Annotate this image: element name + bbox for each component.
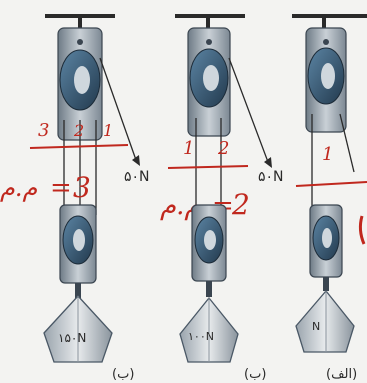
pull-rope-arrow-2 [228, 57, 272, 168]
ceiling-bar-3 [292, 14, 367, 31]
ceiling-bar-1 [45, 14, 115, 31]
rope-number-1-1: 1 [103, 121, 113, 140]
red-underline-3 [295, 181, 367, 187]
rope-number-1-3: 3 [38, 120, 49, 141]
moving-pulley-2 [191, 204, 227, 297]
weight-label-3: N [312, 320, 320, 333]
weight-3: N [295, 289, 355, 353]
force-label-1: ۵۰N [124, 169, 150, 185]
rope-number-2-2: 2 [217, 138, 229, 159]
ceiling-bar-2 [175, 14, 245, 31]
fixed-pulley-2 [187, 27, 231, 137]
caption-1: (ب) [112, 367, 134, 382]
red-underline-1 [29, 144, 129, 149]
pull-rope-arrow-1 [99, 57, 140, 166]
fixed-pulley-3 [305, 27, 347, 133]
svg-text:=: = [50, 173, 72, 203]
moving-pulley-3 [309, 204, 343, 291]
rope-number-2-1: 1 [183, 138, 194, 159]
ropes-1 [63, 120, 97, 215]
rope-number-1-2: 2 [73, 121, 84, 140]
fixed-pulley-1 [57, 27, 103, 141]
caption-3: (الف) [326, 367, 357, 382]
moving-pulley-1 [59, 204, 97, 299]
caption-2: (ب) [244, 367, 266, 382]
force-label-2: ۵۰N [258, 169, 284, 185]
rope-number-3-1: 1 [322, 144, 333, 165]
weight-label-2: ۱۰۰N [188, 330, 214, 343]
pulley-system-1: ۵۰N 3 2 1 م.م = 3 ۱۵۰N (ب) [0, 14, 150, 382]
equation-1-right: 3 [73, 171, 91, 204]
pulley-system-2: ۵۰N 1 2 م.م = 2 ۱۰۰N (ب) [160, 14, 284, 382]
weight-2: ۱۰۰N [179, 296, 239, 363]
equation-1: م.م = 3 [0, 171, 91, 204]
weight-label-1: ۱۵۰N [58, 331, 86, 345]
ropes-3 [311, 113, 355, 210]
equation-2-right: 2 [231, 188, 250, 221]
weight-1: ۱۵۰N [43, 295, 113, 363]
pulley-system-3: 1 N (الف) [292, 14, 367, 382]
red-mark-edge [358, 215, 366, 245]
red-underline-2 [167, 165, 249, 169]
equation-1-left: م.م [0, 174, 37, 202]
